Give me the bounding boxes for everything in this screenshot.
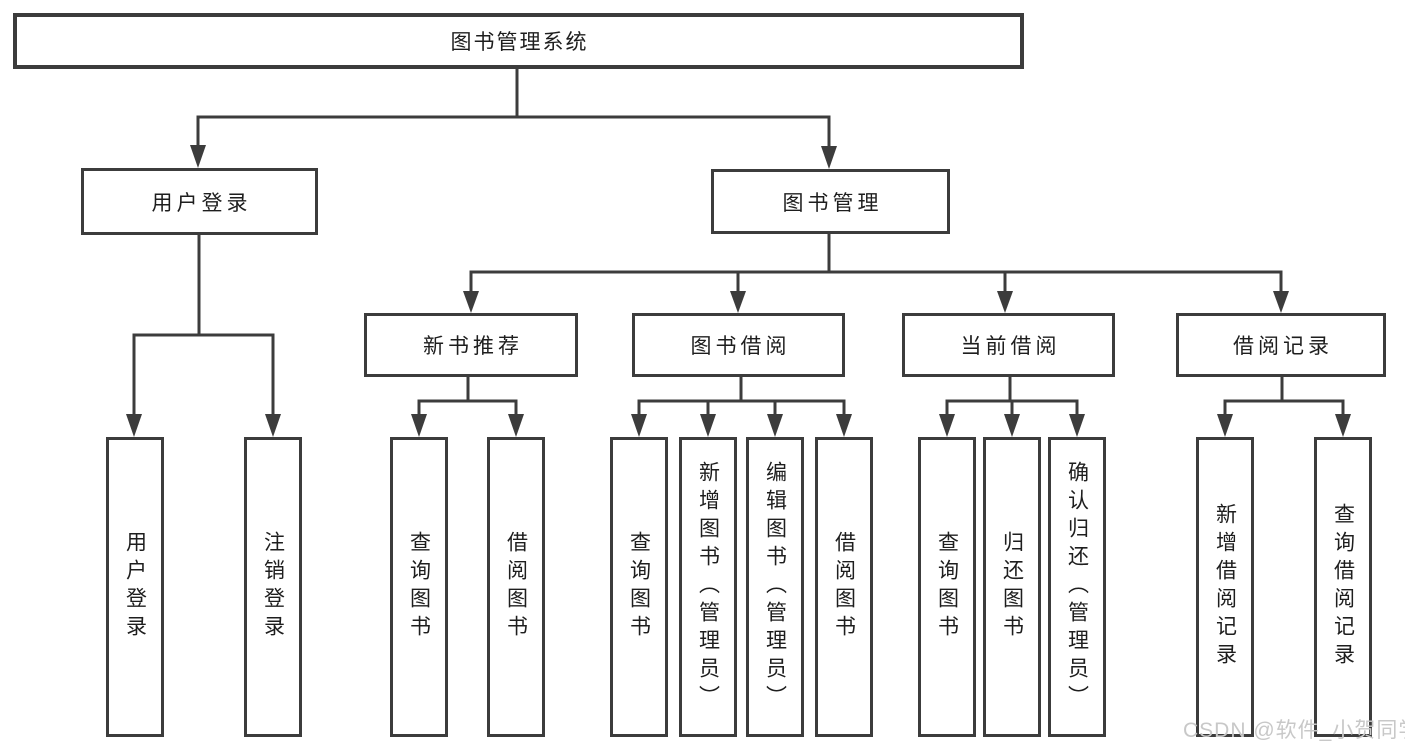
arrowhead-return-books [1004,414,1020,437]
node-leaf-logout: 注销登录 [244,437,302,737]
arrowhead-new-books [463,291,479,313]
arrowhead-add-record [1217,414,1233,437]
node-leaf-return-books: 归还图书 [983,437,1041,737]
arrowhead-borrow-books-2 [836,414,852,437]
node-new-books: 新书推荐 [364,313,578,377]
node-current-borrow: 当前借阅 [902,313,1115,377]
node-leaf-borrow-books-2: 借阅图书 [815,437,873,737]
arrowhead-book-mgmt [821,146,837,169]
node-leaf-query-books-1: 查询图书 [390,437,448,737]
connector-user-login-children [132,233,275,418]
node-leaf-borrow-books-1: 借阅图书 [487,437,545,737]
node-leaf-confirm-return: 确认归还（管理员） [1048,437,1106,737]
connector-current-borrow-children [945,375,1079,418]
node-leaf-query-books-2: 查询图书 [610,437,668,737]
node-leaf-query-books-3: 查询图书 [918,437,976,737]
node-book-mgmt: 图书管理 [711,169,950,234]
connector-book-borrow-children [637,375,846,418]
node-borrow-records: 借阅记录 [1176,313,1386,377]
arrowhead-leaf-user-login [126,414,142,437]
arrowhead-borrow-records [1273,291,1289,313]
arrowhead-current-borrow [997,291,1013,313]
node-root: 图书管理系统 [13,13,1024,69]
arrowhead-query-books-3 [939,414,955,437]
node-leaf-user-login: 用户登录 [106,437,164,737]
arrowhead-add-books [700,414,716,437]
node-leaf-add-books: 新增图书（管理员） [679,437,737,737]
node-book-borrow: 图书借阅 [632,313,845,377]
arrowhead-confirm-return [1069,414,1085,437]
connector-book-mgmt-children [469,232,1283,295]
connector-borrow-records-children [1223,375,1345,418]
arrowhead-query-books-2 [631,414,647,437]
connector-new-books-children [417,375,518,418]
arrowhead-query-books-1 [411,414,427,437]
connector-root-to-level2 [196,67,831,149]
arrowhead-book-borrow [730,291,746,313]
node-leaf-query-record: 查询借阅记录 [1314,437,1372,737]
node-leaf-edit-books: 编辑图书（管理员） [746,437,804,737]
arrowhead-borrow-books-1 [508,414,524,437]
node-user-login: 用户登录 [81,168,318,235]
arrowhead-edit-books [767,414,783,437]
node-leaf-add-record: 新增借阅记录 [1196,437,1254,737]
arrowhead-leaf-logout [265,414,281,437]
arrowhead-query-record [1335,414,1351,437]
watermark: CSDN @软件_小贺同学 [1183,719,1405,742]
arrowhead-user-login [190,145,206,168]
